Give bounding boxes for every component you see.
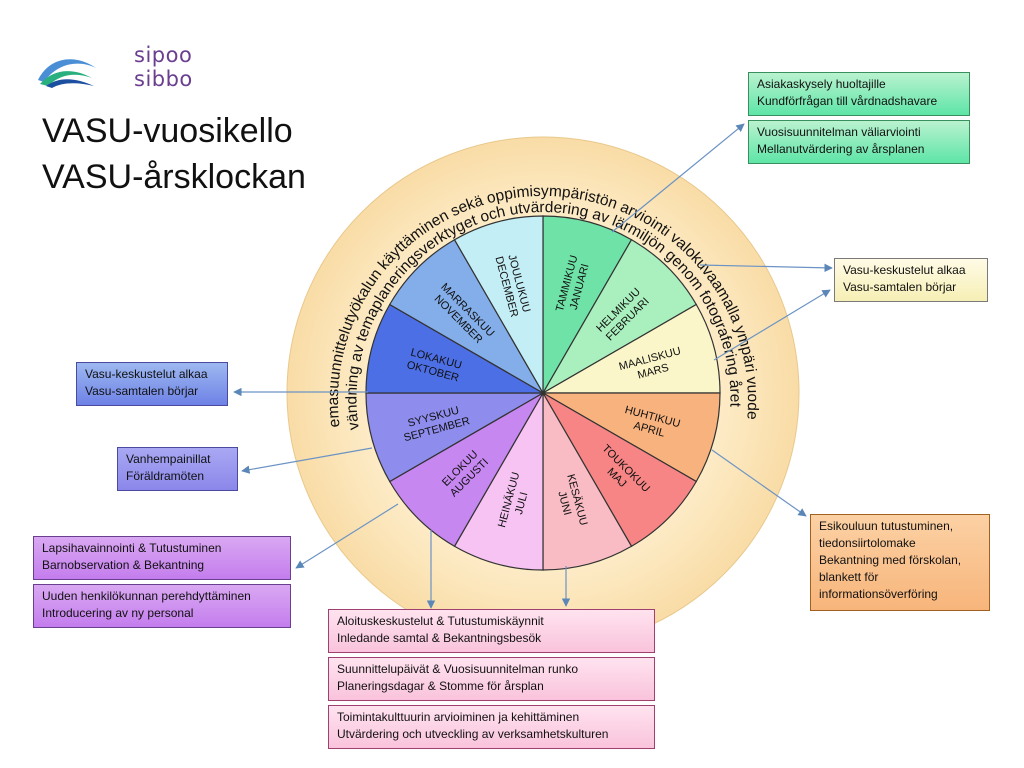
box-culture-fi: Toimintakulttuurin arvioiminen ja kehitt…: [337, 710, 580, 724]
box-preschool-line: tiedonsiirtolomake: [819, 536, 916, 550]
box-midterm-sv: Mellanutvärdering av årsplanen: [757, 142, 925, 156]
logo-wave-icon: [38, 59, 96, 88]
box-observation-fi: Lapsihavainnointi & Tutustuminen: [42, 541, 222, 555]
box-start-fi: Aloituskeskustelut & Tutustumiskäynnit: [337, 614, 544, 628]
box-observation-sv: Barnobservation & Bekantning: [42, 558, 205, 572]
arrow-to-preschool: [711, 449, 807, 517]
box-observation: Lapsihavainnointi & Tutustuminen Barnobs…: [33, 536, 291, 580]
box-parents-fi: Vanhempainillat: [126, 452, 211, 466]
box-vasu-right-fi: Vasu-keskustelut alkaa: [843, 263, 966, 277]
month-sector-joulukuu: [453, 215, 544, 396]
box-planning-fi: Suunnittelupäivät & Vuosisuunnitelman ru…: [337, 662, 579, 676]
box-planning: Suunnittelupäivät & Vuosisuunnitelman ru…: [328, 657, 655, 701]
month-sector-maaliskuu: [540, 303, 721, 394]
box-orientation-fi: Uuden henkilökunnan perehdyttäminen: [42, 589, 251, 603]
logo-text-sv: sibbo: [134, 67, 193, 91]
box-vasu-right: Vasu-keskustelut alkaa Vasu-samtalen bör…: [834, 258, 988, 302]
box-culture-sv: Utvärdering och utveckling av verksamhet…: [337, 727, 609, 741]
arrow-to-observation: [295, 503, 399, 569]
box-preschool-line: blankett för: [819, 570, 879, 584]
arrow-to-vasu-right: [699, 263, 833, 273]
box-orientation: Uuden henkilökunnan perehdyttäminen Intr…: [33, 584, 291, 628]
box-vasu-right-sv: Vasu-samtalen börjar: [843, 280, 957, 294]
month-sector-helmikuu: [541, 238, 698, 395]
month-sector-marraskuu: [388, 238, 545, 395]
box-midterm-fi: Vuosisuunnitelman väliarviointi: [757, 125, 921, 139]
month-sector-toukokuu: [541, 391, 698, 548]
arrow-to-vasu-right-2: [713, 289, 831, 361]
month-sector-lokakuu: [365, 303, 546, 394]
box-parents: Vanhempainillat Föräldramöten: [117, 447, 238, 491]
box-orientation-sv: Introducering av ny personal: [42, 606, 194, 620]
box-preschool-line: informationsöverföring: [819, 587, 938, 601]
month-sector-tammikuu: [542, 215, 633, 396]
month-sector-elokuu: [388, 391, 545, 548]
box-preschool-line: Esikouluun tutustuminen,: [819, 519, 954, 533]
box-vasu-left: Vasu-keskustelut alkaa Vasu-samtalen bör…: [76, 362, 228, 406]
box-preschool: Esikouluun tutustuminen, tiedonsiirtolom…: [810, 514, 990, 611]
box-start: Aloituskeskustelut & Tutustumiskäynnit I…: [328, 609, 655, 653]
month-sectors: [365, 215, 721, 571]
page-title-fi: VASU-vuosikello: [42, 112, 293, 150]
sipoo-sibbo-logo: sipoo sibbo: [36, 42, 206, 94]
box-preschool-line: Bekantning med förskolan,: [819, 553, 962, 567]
box-survey-fi: Asiakaskysely huoltajille: [757, 77, 886, 91]
connector-arrows: [233, 123, 833, 609]
month-sector-syyskuu: [365, 392, 546, 483]
page-title-sv: VASU-årsklockan: [42, 158, 306, 196]
box-midterm: Vuosisuunnitelman väliarviointi Mellanut…: [748, 120, 970, 164]
box-start-sv: Inledande samtal & Bekantningsbesök: [337, 631, 542, 645]
arrow-to-parents: [241, 447, 373, 474]
logo-text-fi: sipoo: [134, 43, 193, 67]
arrow-to-survey: [611, 123, 745, 233]
month-sector-heinäkuu: [453, 390, 544, 571]
box-survey: Asiakaskysely huoltajille Kundförfrågan …: [748, 72, 970, 116]
box-planning-sv: Planeringsdagar & Stomme för årsplan: [337, 679, 544, 693]
box-vasu-left-fi: Vasu-keskustelut alkaa: [85, 367, 208, 381]
box-parents-sv: Föräldramöten: [126, 469, 205, 483]
box-survey-sv: Kundförfrågan till vårdnadshavare: [757, 94, 938, 108]
month-sector-kesäkuu: [542, 390, 633, 571]
box-vasu-left-sv: Vasu-samtalen börjar: [85, 384, 199, 398]
month-sector-huhtikuu: [540, 392, 721, 483]
box-culture: Toimintakulttuurin arvioiminen ja kehitt…: [328, 705, 655, 749]
